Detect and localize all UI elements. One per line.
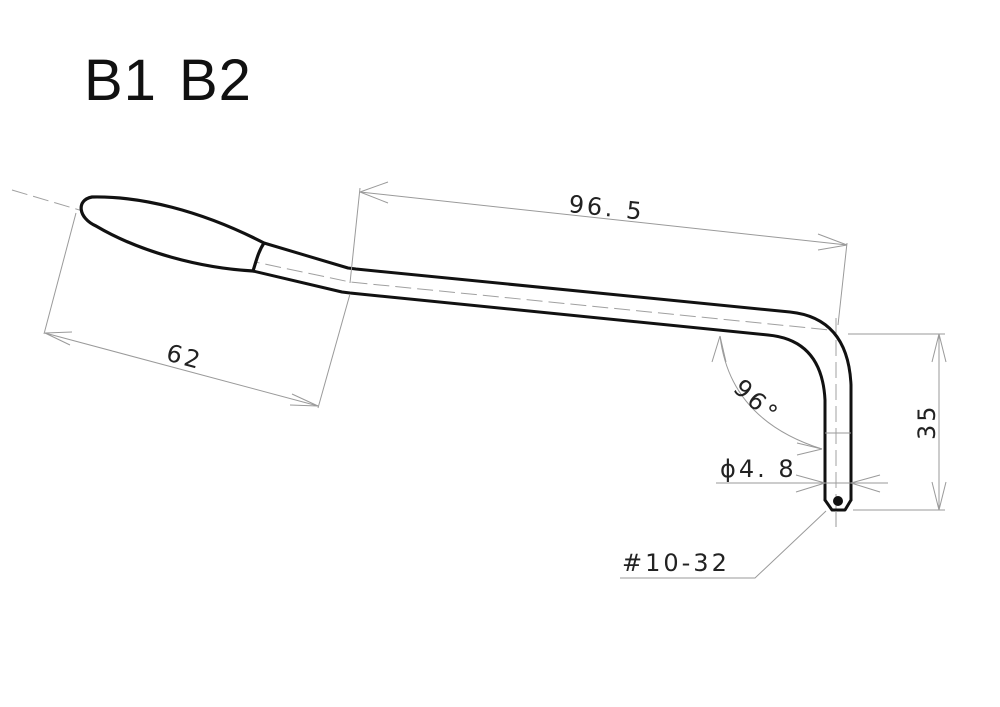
- thread-hole: [833, 496, 843, 506]
- dimension-rod-diameter: ϕ4. 8: [716, 455, 888, 493]
- dimension-label-rod-diameter: ϕ4. 8: [720, 455, 797, 483]
- dimension-bend-angle: 96°: [711, 335, 823, 456]
- dimension-rod-length: 96. 5: [349, 181, 848, 326]
- dimension-label-leg-height: 35: [913, 403, 941, 440]
- arm-rod: [251, 241, 853, 512]
- dimension-label-rod-length: 96. 5: [567, 190, 646, 226]
- label-thread-spec: #10-32: [622, 549, 730, 577]
- dimension-label-grip-length: 62: [163, 339, 206, 376]
- arm-grip: [79, 195, 267, 273]
- dimension-leg-height: 35: [848, 333, 947, 511]
- part-label-b2: B2: [178, 48, 252, 113]
- leader-thread-spec: #10-32: [620, 510, 837, 579]
- center-line: [11, 189, 837, 515]
- part-label-b1: B1: [84, 48, 157, 113]
- dimension-label-bend-angle: 96°: [728, 374, 785, 429]
